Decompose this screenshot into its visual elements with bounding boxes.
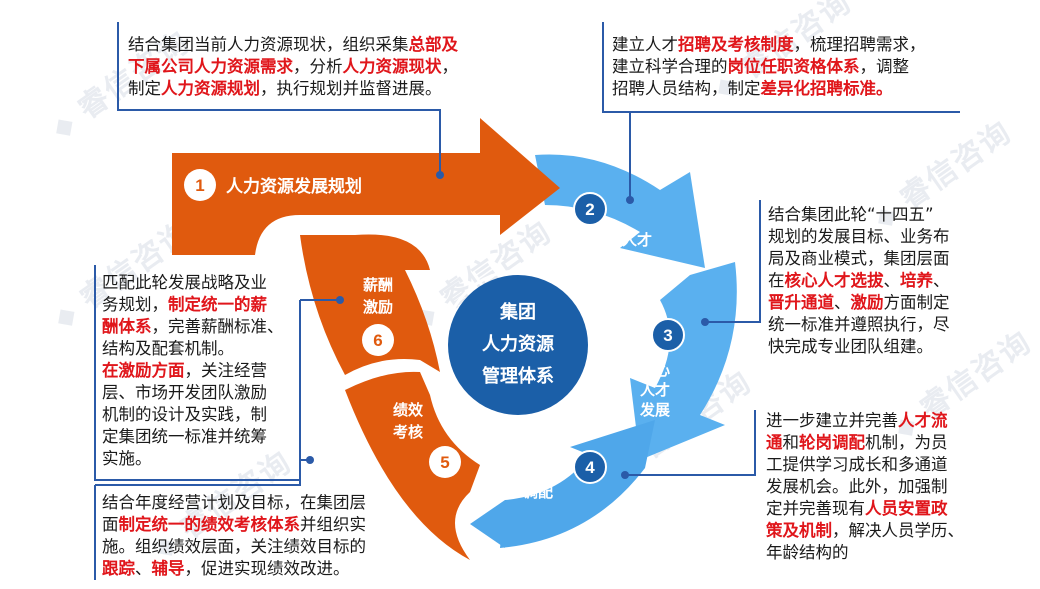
step-6-arrow bbox=[300, 234, 440, 375]
step-4-label-line2: 调配 bbox=[523, 483, 553, 501]
step-2-arrow bbox=[535, 154, 705, 268]
step-3-number-circle bbox=[651, 318, 685, 352]
step-3-label-line2: 人才 bbox=[640, 381, 670, 399]
step-6-number: 6 bbox=[373, 331, 382, 350]
step-1-arrow bbox=[172, 118, 560, 255]
planning-description: 结合集团当前人力资源现状，组织采集总部及 下属公司人力资源需求，分析人力资源现状… bbox=[128, 35, 458, 98]
step-5-label-line1: 绩效 bbox=[393, 401, 424, 419]
step-1-number-circle bbox=[184, 169, 216, 201]
step-5-number-circle bbox=[429, 446, 461, 478]
step-1-label: 人力资源发展规划 bbox=[226, 176, 362, 197]
deployment-description: 进一步建立并完善人才流 通和轮岗调配机制，为员 工提供学习成长和多通道 发展机会… bbox=[766, 411, 964, 562]
step-4-arrowhead bbox=[470, 500, 505, 548]
step-2-label-line1: 人才 bbox=[622, 231, 652, 249]
step-2-number-circle bbox=[573, 192, 607, 226]
center-line2: 人力资源 bbox=[482, 333, 554, 355]
step-3-label-line3: 发展 bbox=[639, 401, 670, 419]
center-line1: 集团 bbox=[499, 301, 536, 323]
step-3-arrow bbox=[630, 262, 737, 460]
step-5-label-line2: 考核 bbox=[393, 423, 423, 441]
performance-description: 结合年度经营计划及目标，在集团层 面制定统一的绩效考核体系并组织实 施。组织绩效… bbox=[102, 493, 366, 578]
step-6-number-circle bbox=[362, 324, 394, 356]
step-1-number: 1 bbox=[195, 176, 204, 195]
recruit-description: 建立人才招聘及考核制度，梳理招聘需求， 建立科学合理的岗位任职资格体系，调整 招… bbox=[612, 35, 926, 98]
step-6-label-line1: 薪酬 bbox=[363, 276, 393, 294]
step-3-number: 3 bbox=[663, 326, 672, 345]
step-6-label-line2: 激励 bbox=[363, 298, 393, 316]
core-talent-description: 结合集团此轮“十四五” 规划的发展目标、业务布 局及商业模式，集团层面 在核心人… bbox=[768, 205, 950, 356]
connector-lines bbox=[94, 22, 960, 580]
step-4-arrow bbox=[500, 420, 655, 548]
step-5-number: 5 bbox=[440, 453, 449, 472]
step-2-label-line2: 招聘 bbox=[622, 254, 652, 272]
step-3-label-line1: 核心 bbox=[640, 361, 670, 379]
step-4-number-circle bbox=[573, 450, 607, 484]
compensation-description: 匹配此轮发展战略及业 务规划，制定统一的薪 酬体系，完善薪酬标准、 结构及配套机… bbox=[102, 273, 284, 468]
step-4-label-line1: 人员 bbox=[523, 461, 553, 479]
center-line3: 管理体系 bbox=[482, 365, 554, 387]
step-4-number: 4 bbox=[585, 458, 595, 477]
step-5-arrow bbox=[345, 371, 480, 560]
step-2-number: 2 bbox=[585, 200, 594, 219]
center-circle bbox=[448, 275, 588, 415]
